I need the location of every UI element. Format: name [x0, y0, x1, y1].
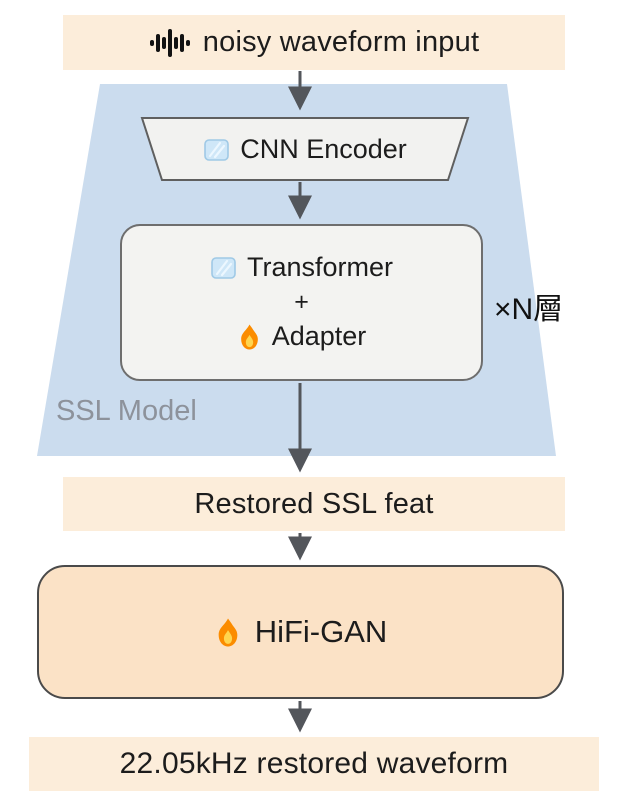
- ice-icon: [210, 254, 237, 281]
- transformer-row: Transformer: [210, 251, 393, 285]
- transformer-adapter-block: Transformer + Adapter: [120, 224, 483, 381]
- transformer-label: Transformer: [246, 252, 394, 282]
- cnn-encoder-block: CNN Encoder: [142, 118, 468, 180]
- fire-icon: [237, 323, 262, 351]
- ice-icon: [203, 136, 230, 163]
- cnn-encoder-label: CNN Encoder: [240, 133, 407, 164]
- restored-feat-bar: Restored SSL feat: [63, 477, 565, 531]
- input-bar: noisy waveform input: [63, 15, 565, 70]
- hifigan-block: HiFi-GAN: [37, 565, 564, 699]
- ssl-model-label: SSL Model: [56, 395, 197, 427]
- fire-icon: [214, 617, 242, 648]
- output-bar: 22.05kHz restored waveform: [29, 737, 599, 791]
- input-bar-label: noisy waveform input: [202, 26, 480, 58]
- output-bar-label: 22.05kHz restored waveform: [119, 747, 509, 780]
- n-layers-note: ×N層: [494, 293, 564, 326]
- plus-sign: +: [294, 287, 309, 316]
- adapter-label: Adapter: [271, 321, 367, 352]
- restored-feat-label: Restored SSL feat: [194, 487, 434, 520]
- waveform-icon: [149, 27, 191, 59]
- hifigan-label: HiFi-GAN: [254, 614, 388, 649]
- adapter-row: Adapter: [237, 320, 367, 354]
